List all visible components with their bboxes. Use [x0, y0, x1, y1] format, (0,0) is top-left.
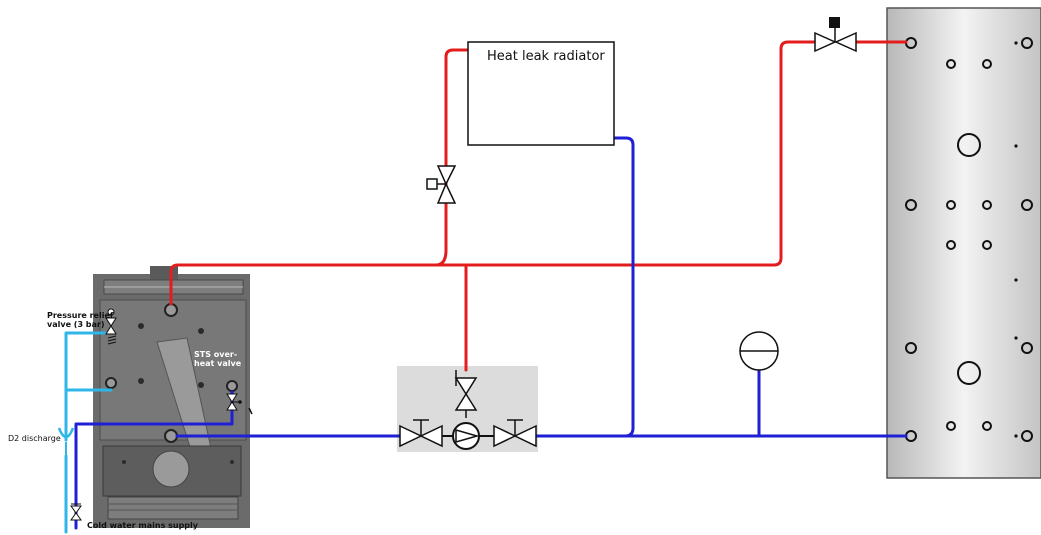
pump-vertical-gate-valve-icon	[454, 370, 478, 418]
right-gate-valve-icon	[493, 419, 537, 448]
non-return-valve-icon	[70, 503, 82, 521]
expansion-vessel-icon	[739, 331, 779, 371]
sts-label-line2: heat valve	[194, 359, 242, 368]
cold-return-pipework	[74, 136, 908, 530]
mains-water-pipework	[64, 331, 113, 534]
pressure-relief-label-line2: valve (3 bar)	[47, 320, 105, 329]
hot-flow-pipework	[169, 40, 908, 372]
cold-water-mains-label: Cold water mains supply	[87, 521, 199, 530]
pressure-relief-label-line1: Pressure relief	[47, 311, 114, 320]
motorised-valve-icon	[814, 17, 857, 53]
store-ports	[905, 37, 1033, 442]
tundish-icon	[57, 427, 75, 456]
thermal-store	[886, 7, 1041, 479]
thermostatic-valve-icon	[426, 165, 457, 204]
stove-boiler	[93, 266, 250, 528]
circulating-pump-icon	[442, 422, 494, 450]
pressure-relief-valve-icon	[105, 308, 117, 345]
sts-label-line1: STS over-	[194, 350, 237, 359]
d2-discharge-label: D2 discharge	[8, 434, 61, 443]
radiator-label: Heat leak radiator	[487, 49, 605, 64]
heat-leak-radiator	[467, 41, 615, 146]
sts-overheat-valve-icon	[226, 393, 253, 415]
